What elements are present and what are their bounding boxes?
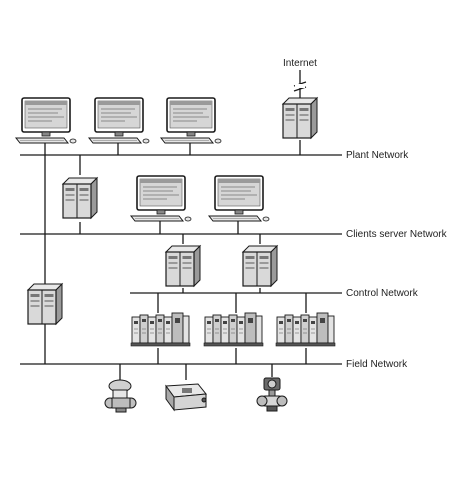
control-network-label: Control Network (346, 288, 419, 299)
clients-server-network-label: Clients server Network (346, 229, 448, 240)
plant-workstation-2 (88, 97, 150, 144)
internet-label: Internet (283, 58, 317, 69)
controller-rack-1 (130, 312, 191, 347)
field-instrument-flowmeter-icon (256, 377, 288, 412)
client-workstation-1 (130, 175, 192, 222)
plant-network-label: Plant Network (346, 150, 409, 161)
control-server-1 (165, 245, 201, 287)
field-network-label: Field Network (346, 359, 408, 370)
plant-workstation-1 (15, 97, 77, 144)
field-server (27, 283, 63, 325)
internet-gateway-server (282, 97, 318, 139)
field-instrument-valve-icon (104, 379, 137, 413)
field-instrument-transmitter-icon (165, 383, 207, 412)
clients-server-1 (62, 177, 98, 219)
control-server-2 (242, 245, 278, 287)
client-workstation-2 (208, 175, 270, 222)
controller-rack-3 (275, 312, 336, 347)
plant-workstation-3 (160, 97, 222, 144)
controller-rack-2 (203, 312, 264, 347)
